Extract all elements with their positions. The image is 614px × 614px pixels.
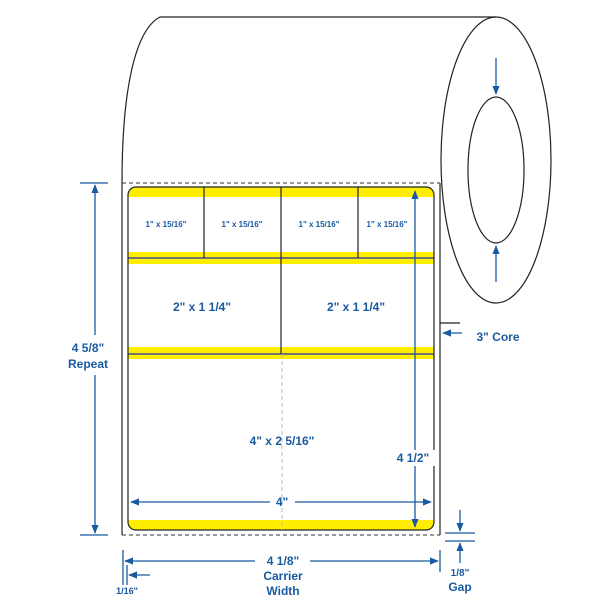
carrier-value: 4 1/8" (267, 554, 299, 568)
repeat-dimension: 4 5/8" Repeat (62, 182, 118, 536)
label-height-text: 4 1/2" (397, 451, 429, 465)
repeat-value: 4 5/8" (72, 341, 104, 355)
label-width-dimension: 4" (130, 495, 432, 509)
large-label: 4" x 2 5/16" (250, 434, 315, 448)
roll-outline (121, 16, 496, 184)
label-sheet: 1" x 15/16" 1" x 15/16" 1" x 15/16" 1" x… (127, 186, 435, 531)
small-label-3: 1" x 15/16" (299, 220, 340, 229)
margin-text: 1/16" (116, 586, 138, 596)
medium-label-2: 2" x 1 1/4" (327, 300, 385, 314)
roll: 3" Core (121, 16, 552, 344)
carrier-width-dimension: 4 1/8" Carrier Width (122, 550, 441, 598)
core-size-label: 3" Core (476, 330, 519, 344)
margin-dimension: 1/16" (116, 565, 150, 596)
gap-dimension: 1/8" Gap (445, 510, 475, 594)
medium-label-1: 2" x 1 1/4" (173, 300, 231, 314)
core-hole (467, 96, 525, 244)
label-width-text: 4" (276, 495, 288, 509)
gap-label: Gap (448, 580, 471, 594)
gap-value: 1/8" (451, 568, 470, 579)
small-label-1: 1" x 15/16" (146, 220, 187, 229)
roll-side (440, 16, 552, 304)
label-height-dimension: 4 1/2" (392, 190, 436, 528)
width-label: Width (266, 584, 299, 598)
repeat-label: Repeat (68, 357, 108, 371)
small-label-2: 1" x 15/16" (222, 220, 263, 229)
carrier-label: Carrier (263, 569, 303, 583)
small-label-4: 1" x 15/16" (367, 220, 408, 229)
